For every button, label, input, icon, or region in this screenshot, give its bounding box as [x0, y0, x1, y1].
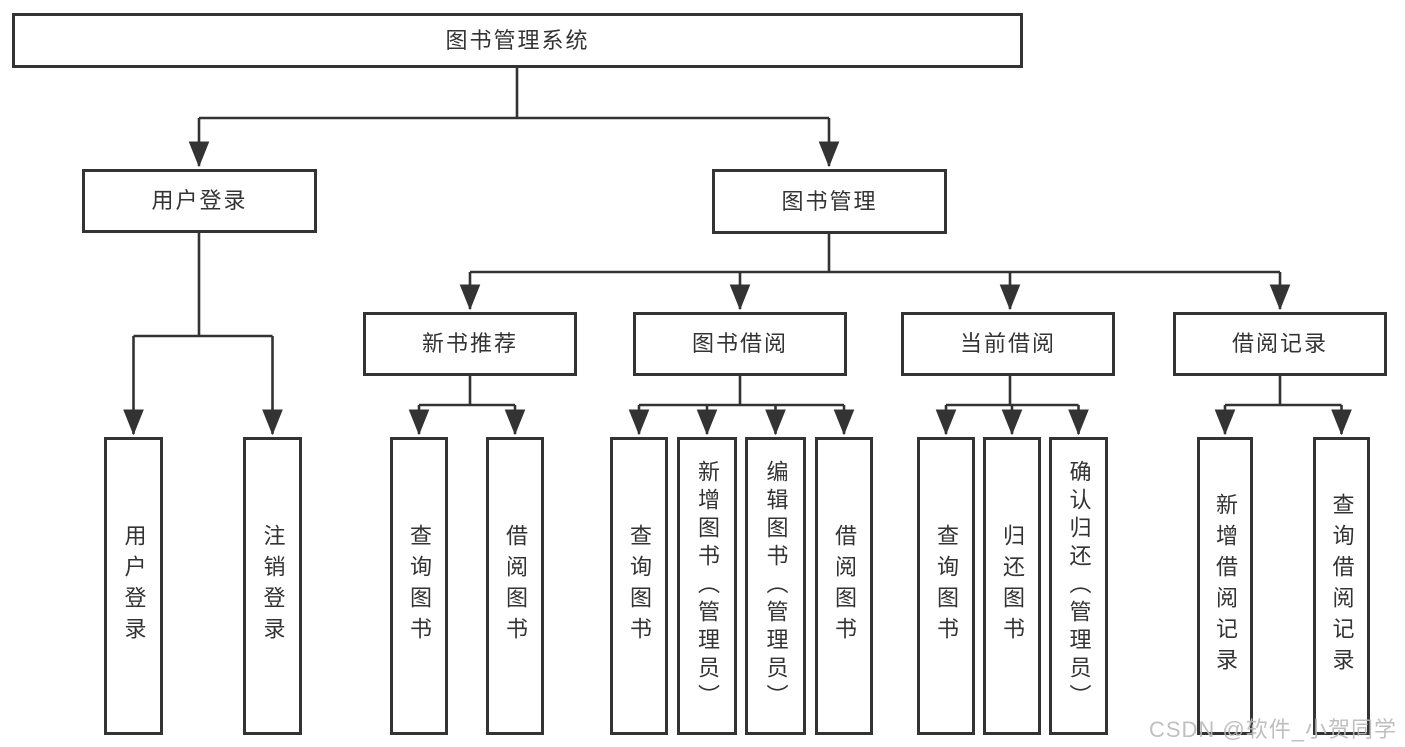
node-leaf-user-login: 用户登录 [104, 437, 163, 735]
node-leaf-rec-query-label: 查询图书 [407, 524, 432, 648]
node-book-mgmt: 图书管理 [712, 169, 947, 234]
node-leaf-bb-add: 新增图书（管理员） [677, 437, 737, 735]
node-leaf-br-query-label: 查询借阅记录 [1329, 493, 1355, 679]
node-leaf-bb-query-label: 查询图书 [627, 524, 652, 648]
connector-book-borrow-branch [639, 376, 844, 407]
connector-current-borrow-branch [946, 376, 1079, 407]
connector-user-login-branch [133, 232, 273, 338]
connector-borrow-record-branch [1225, 376, 1342, 407]
node-leaf-cb-confirm: 确认归还（管理员） [1049, 437, 1108, 735]
node-leaf-cb-return: 归还图书 [983, 437, 1041, 735]
node-root-label: 图书管理系统 [445, 27, 590, 53]
node-leaf-bb-edit: 编辑图书（管理员） [745, 437, 806, 735]
node-leaf-rec-borrow-label: 借阅图书 [503, 524, 528, 648]
node-leaf-logout-label: 注销登录 [260, 524, 286, 648]
csdn-watermark: CSDN @软件_小贺同学 [1148, 717, 1397, 742]
node-user-login-label: 用户登录 [151, 188, 248, 213]
node-borrow-record-label: 借阅记录 [1231, 331, 1328, 356]
connector-root-branch [199, 68, 829, 120]
node-book-mgmt-label: 图书管理 [781, 188, 878, 214]
node-current-borrow-label: 当前借阅 [959, 331, 1056, 356]
node-leaf-cb-return-label: 归还图书 [1000, 524, 1025, 648]
node-leaf-logout: 注销登录 [243, 437, 302, 735]
node-leaf-bb-borrow-label: 借阅图书 [832, 524, 857, 648]
node-leaf-cb-query-label: 查询图书 [934, 524, 959, 648]
connector-new-book-rec-branch [419, 376, 515, 407]
node-user-login: 用户登录 [82, 169, 317, 233]
node-book-borrow: 图书借阅 [633, 312, 847, 376]
node-leaf-cb-confirm-label: 确认归还（管理员） [1066, 460, 1092, 712]
connector-book-mgmt-branch [470, 233, 1280, 274]
node-leaf-br-query: 查询借阅记录 [1313, 437, 1370, 735]
node-leaf-cb-query: 查询图书 [917, 437, 975, 735]
node-leaf-bb-edit-label: 编辑图书（管理员） [763, 460, 789, 712]
node-leaf-bb-query: 查询图书 [610, 437, 668, 735]
node-leaf-bb-add-label: 新增图书（管理员） [695, 460, 720, 712]
node-new-book-rec: 新书推荐 [363, 312, 577, 376]
node-leaf-user-login-label: 用户登录 [121, 524, 147, 648]
node-new-book-rec-label: 新书推荐 [421, 331, 518, 356]
node-book-borrow-label: 图书借阅 [691, 331, 788, 356]
node-root: 图书管理系统 [12, 13, 1023, 68]
node-borrow-record: 借阅记录 [1173, 312, 1387, 376]
node-current-borrow: 当前借阅 [901, 312, 1115, 376]
node-leaf-bb-borrow: 借阅图书 [815, 437, 873, 735]
node-leaf-br-add: 新增借阅记录 [1197, 437, 1253, 735]
node-leaf-rec-query: 查询图书 [390, 437, 448, 735]
node-leaf-br-add-label: 新增借阅记录 [1213, 493, 1238, 679]
node-leaf-rec-borrow: 借阅图书 [486, 437, 544, 735]
